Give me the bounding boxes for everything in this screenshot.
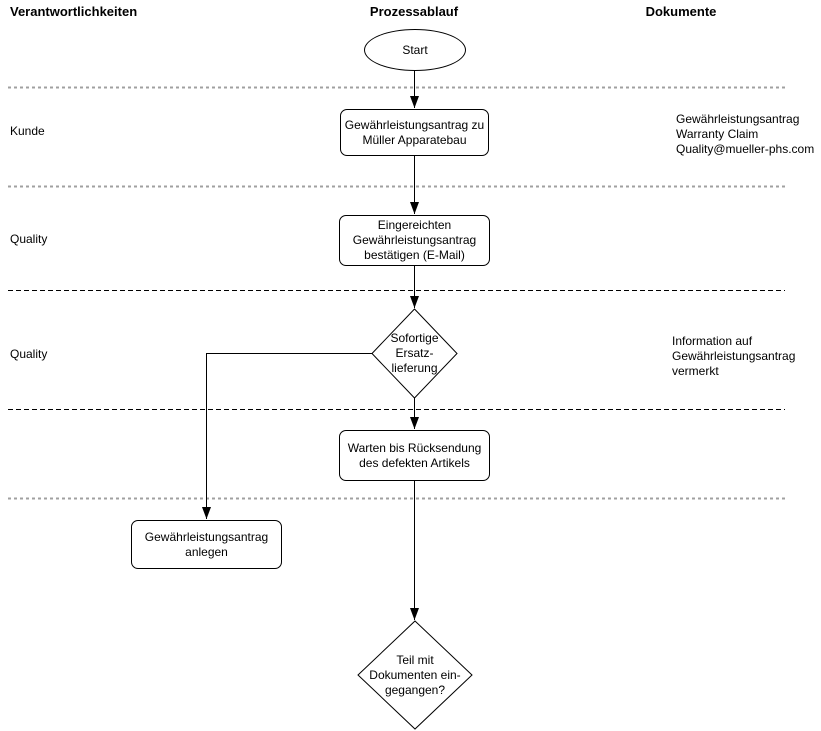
document-note-claim: Gewährleistungsantrag Warranty Claim Qua…	[676, 112, 815, 156]
step-confirm-claim: Eingereichten Gewährleistungsantrag best…	[339, 215, 490, 266]
step-create-claim: Gewährleistungsantrag anlegen	[131, 520, 282, 569]
step-warranty-claim: Gewährleistungsantrag zu Müller Apparate…	[340, 109, 489, 156]
decision-part-received-diamond	[357, 620, 473, 730]
lane-label-kunde: Kunde	[10, 124, 45, 138]
lane-label-quality-2: Quality	[10, 347, 48, 361]
header-responsibilities: Verantwortlichkeiten	[10, 4, 138, 19]
step-wait-return: Warten bis Rücksendung des defekten Arti…	[339, 430, 490, 481]
arrow-decision-to-create-claim	[202, 353, 372, 519]
lane-label-quality-1: Quality	[10, 232, 48, 246]
header-documents: Dokumente	[645, 4, 717, 19]
header-process: Prozessablauf	[369, 4, 459, 19]
document-note-info: Information auf Gewährleistungsantrag ve…	[672, 334, 796, 378]
decision-replacement-diamond	[371, 308, 458, 399]
start-node: Start	[364, 29, 466, 71]
